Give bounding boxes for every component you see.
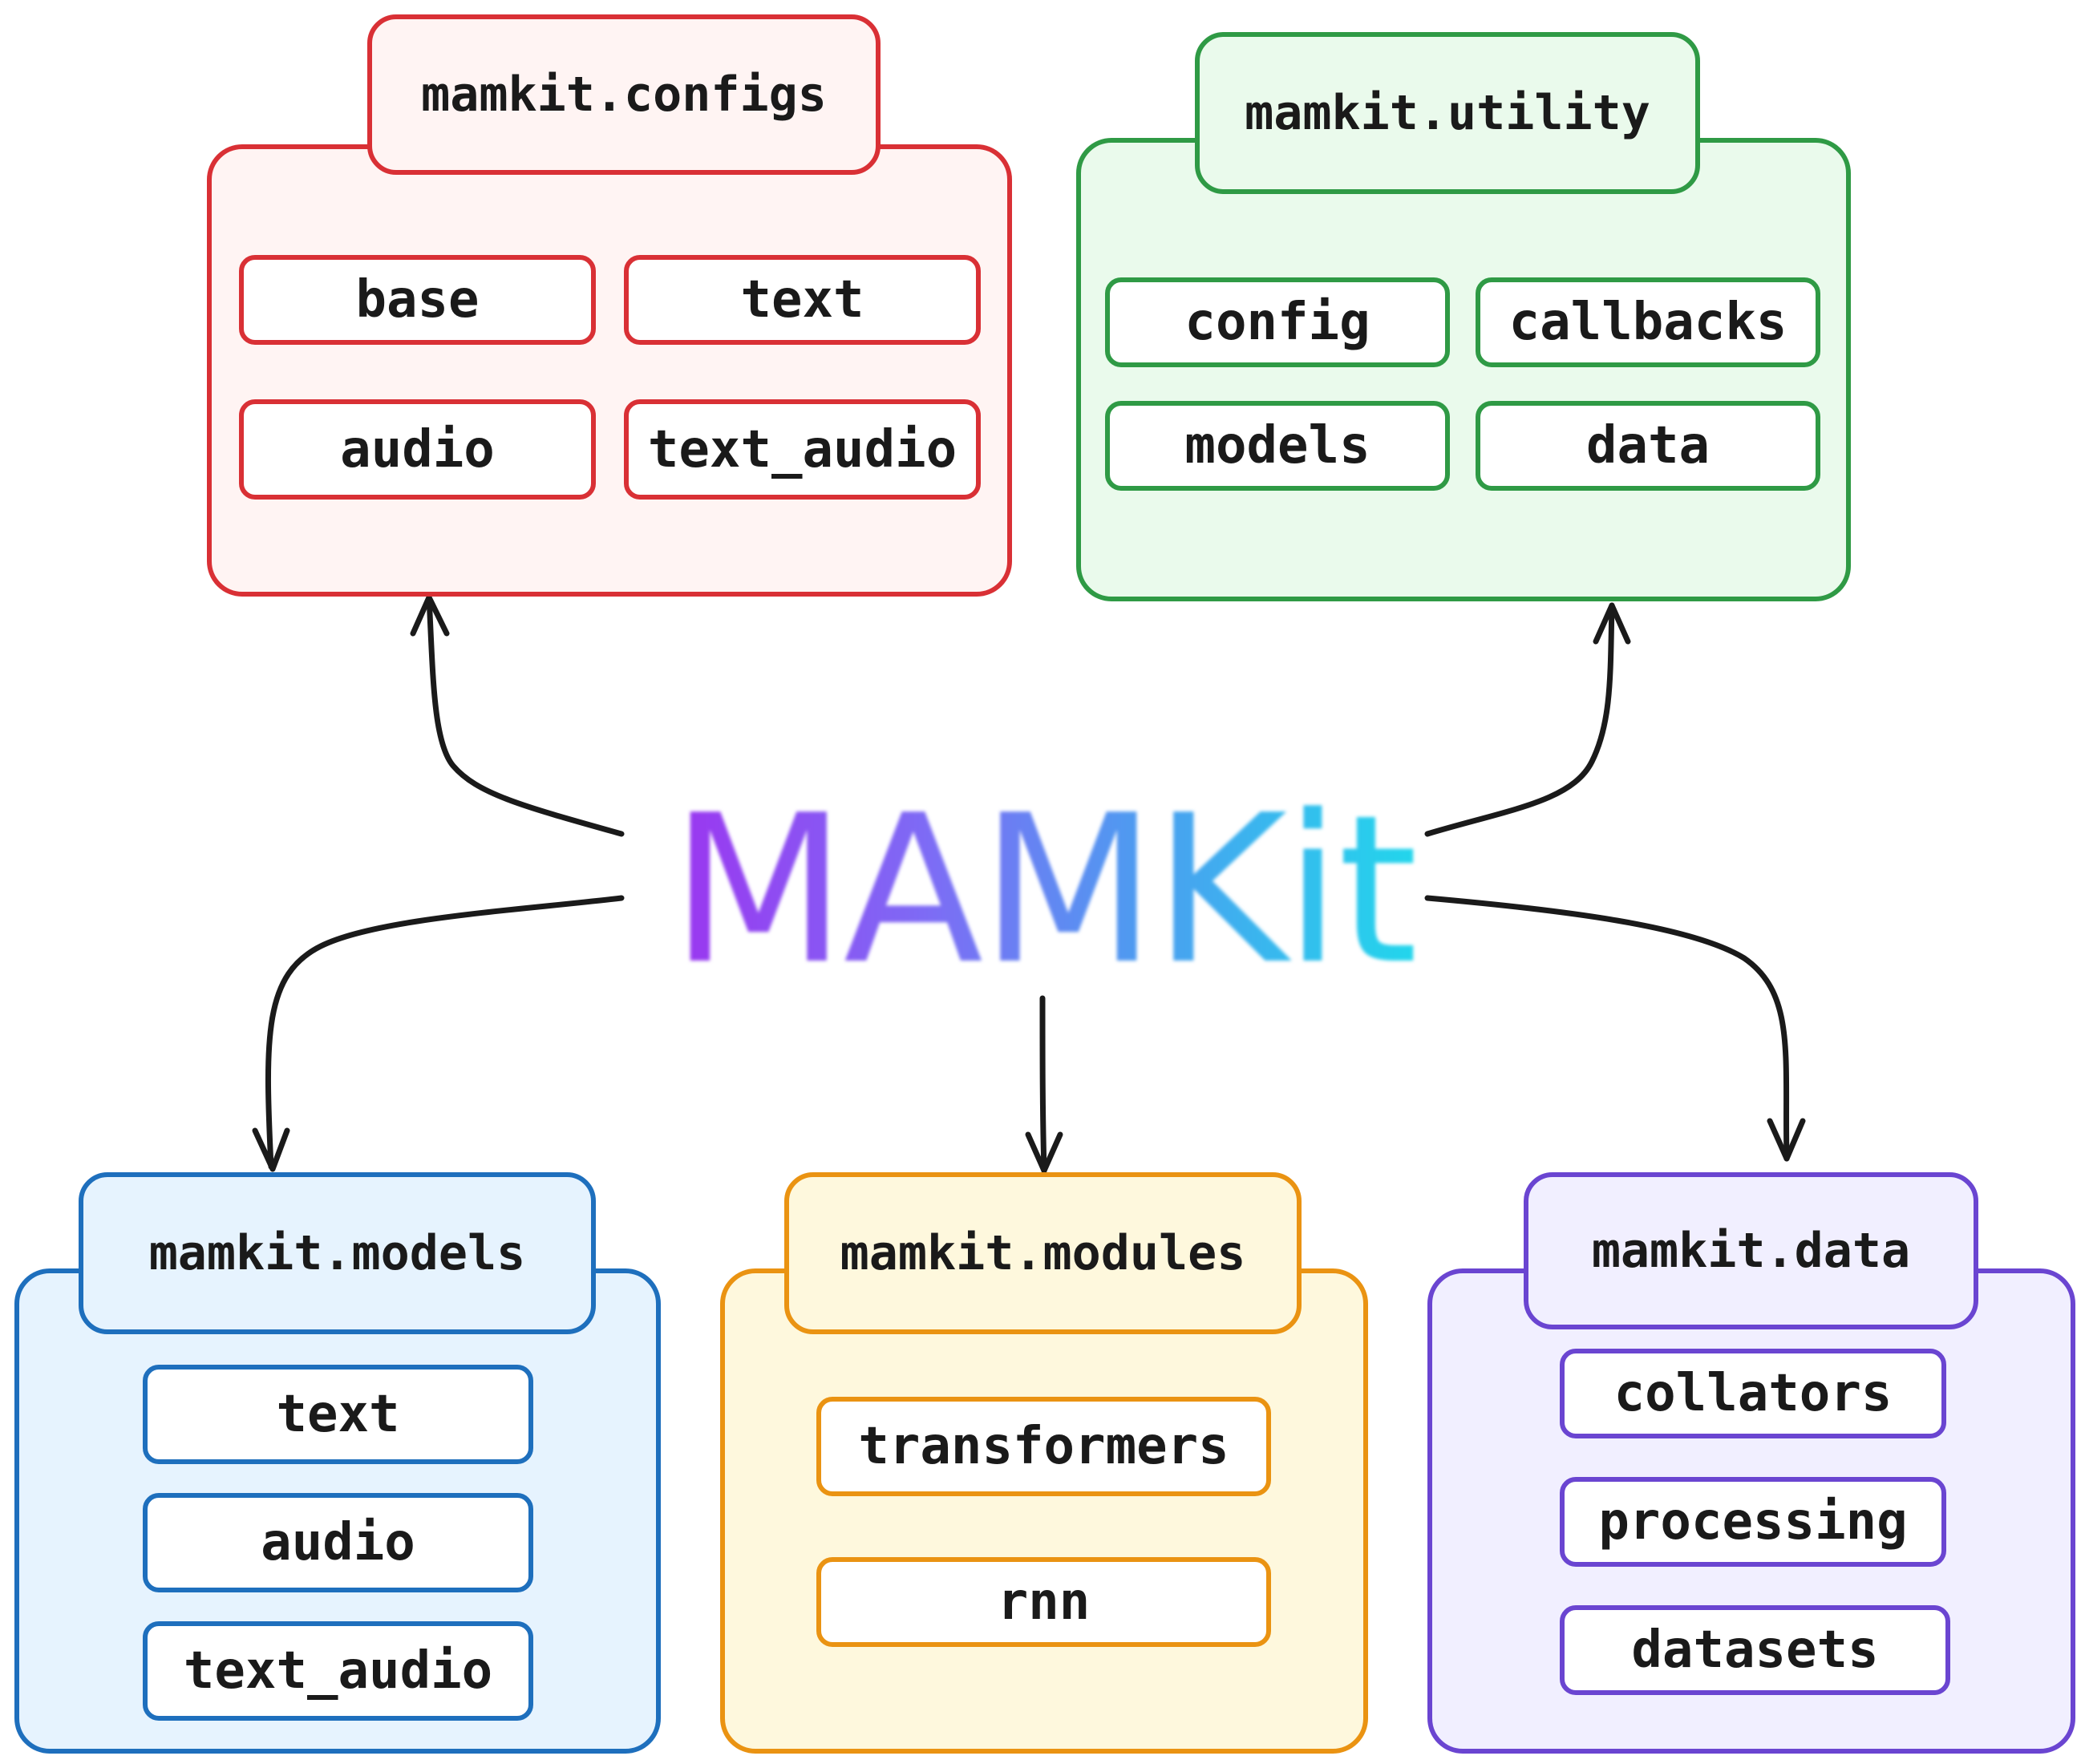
arrowhead-utility: [1593, 602, 1631, 645]
data-group-title: mamkit.data: [1524, 1172, 1978, 1329]
data-item-datasets[interactable]: datasets: [1560, 1605, 1950, 1695]
utility-item-models[interactable]: models: [1105, 401, 1450, 491]
modules-group: [720, 1268, 1368, 1754]
configs-item-base[interactable]: base: [239, 255, 596, 345]
utility-item-config[interactable]: config: [1105, 277, 1450, 367]
utility-item-data[interactable]: data: [1476, 401, 1820, 491]
modules-group-title: mamkit.modules: [784, 1172, 1302, 1334]
utility-item-callbacks[interactable]: callbacks: [1476, 277, 1820, 367]
models-item-text-audio[interactable]: text_audio: [143, 1621, 533, 1721]
arrow-to-modules: [1039, 995, 1047, 1174]
models-item-text[interactable]: text: [143, 1365, 533, 1464]
arrow-to-configs: [426, 594, 625, 837]
configs-group: [207, 144, 1012, 597]
data-item-processing[interactable]: processing: [1560, 1477, 1946, 1567]
utility-group-title: mamkit.utility: [1195, 32, 1700, 194]
arrow-to-data: [1424, 895, 1790, 1162]
arrowhead-modules: [1025, 1131, 1063, 1174]
modules-item-transformers[interactable]: transformers: [816, 1397, 1271, 1496]
arrowhead-data: [1767, 1118, 1806, 1162]
configs-item-text-audio[interactable]: text_audio: [624, 399, 981, 500]
arrowhead-configs: [410, 594, 450, 637]
models-group-title: mamkit.models: [79, 1172, 596, 1334]
configs-item-audio[interactable]: audio: [239, 399, 596, 500]
arrow-to-models: [265, 895, 625, 1170]
modules-item-rnn[interactable]: rnn: [816, 1557, 1271, 1647]
configs-item-text[interactable]: text: [624, 255, 981, 345]
arrow-to-utility: [1424, 602, 1615, 837]
models-item-audio[interactable]: audio: [143, 1493, 533, 1592]
arrowhead-models: [252, 1127, 290, 1172]
mamkit-logo: MAMKit: [670, 771, 1419, 1009]
data-item-collators[interactable]: collators: [1560, 1349, 1946, 1438]
configs-group-title: mamkit.configs: [367, 14, 881, 175]
utility-group: [1076, 138, 1851, 601]
